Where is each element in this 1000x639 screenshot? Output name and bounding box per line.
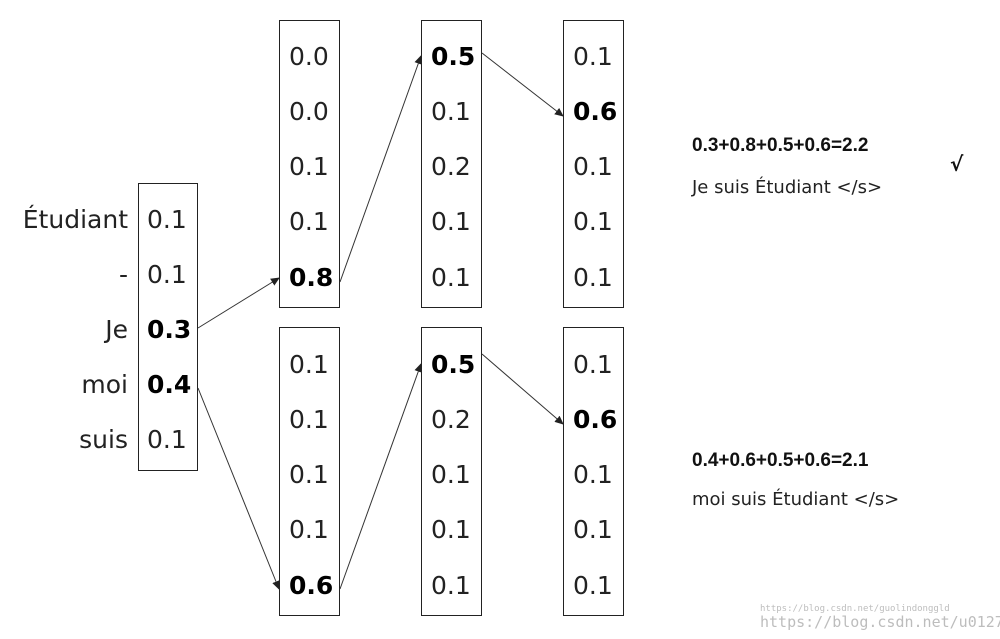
beam2-score: 0.4+0.6+0.5+0.6=2.1 [692,450,869,471]
beam1-step1-value: 0.8 [289,263,334,292]
beam2-step1-value: 0.6 [289,571,334,600]
arrow-je-to-0.8 [197,277,280,329]
vocab-word: - [118,260,128,289]
vocab-word: Étudiant [22,205,128,234]
beam2-step3-value: 0.6 [573,405,618,434]
beam1-step3-value: 0.1 [573,263,613,292]
step0-value: 0.4 [147,370,192,399]
beam2-step3-value: 0.1 [573,571,613,600]
arrow-0.8-to-0.5 [339,55,423,283]
beam2-step2-value: 0.2 [431,405,471,434]
step0-value: 0.1 [147,425,187,454]
beam2-step1-value: 0.1 [289,350,329,379]
beam1-step3-value: 0.1 [573,152,613,181]
beam1-score: 0.3+0.8+0.5+0.6=2.2 [692,135,869,156]
beam1-step3-box [563,20,624,308]
arrow-0.5-to-0.6-lower [481,353,564,425]
vocab-word: suis [79,425,128,454]
beam1-step1-value: 0.0 [289,42,329,71]
step0-value: 0.1 [147,205,187,234]
beam1-step2-value: 0.1 [431,263,471,292]
step0-value: 0.3 [147,315,192,344]
beam1-step3-value: 0.6 [573,97,618,126]
arrow-moi-to-0.6 [197,387,280,590]
beam1-step2-value: 0.2 [431,152,471,181]
arrow-0.6-to-0.5 [339,363,423,590]
beam2-step1-value: 0.1 [289,460,329,489]
beam1-sentence: Je suis Étudiant </s> [692,177,883,198]
beam2-step2-value: 0.1 [431,515,471,544]
arrow-0.5-to-0.6 [481,52,564,117]
beam1-step2-box [421,20,482,308]
beam2-step2-value: 0.5 [431,350,476,379]
beam2-step3-value: 0.1 [573,350,613,379]
beam1-step1-value: 0.1 [289,152,329,181]
beam2-step1-box [279,327,340,616]
beam2-step1-value: 0.1 [289,405,329,434]
watermark-large: https://blog.csdn.net/u012744245 [760,613,1000,631]
beam1-step3-value: 0.1 [573,207,613,236]
step0-value: 0.1 [147,260,187,289]
beam2-step3-box [563,327,624,616]
best-beam-check-icon: √ [950,152,964,176]
beam2-step3-value: 0.1 [573,515,613,544]
beam1-step2-value: 0.1 [431,97,471,126]
beam2-step2-box [421,327,482,616]
beam1-step3-value: 0.1 [573,42,613,71]
beam2-step2-value: 0.1 [431,571,471,600]
vocab-word: Je [105,315,128,344]
beam2-step3-value: 0.1 [573,460,613,489]
beam2-step1-value: 0.1 [289,515,329,544]
beam2-step2-value: 0.1 [431,460,471,489]
beam1-step1-value: 0.1 [289,207,329,236]
step0-box [138,183,198,471]
beam1-step2-value: 0.5 [431,42,476,71]
watermark-small: https://blog.csdn.net/guolindonggld [760,604,950,614]
beam1-step1-value: 0.0 [289,97,329,126]
vocab-word: moi [81,370,128,399]
beam2-sentence: moi suis Étudiant </s> [692,489,900,510]
beam1-step2-value: 0.1 [431,207,471,236]
beam1-step1-box [279,20,340,308]
